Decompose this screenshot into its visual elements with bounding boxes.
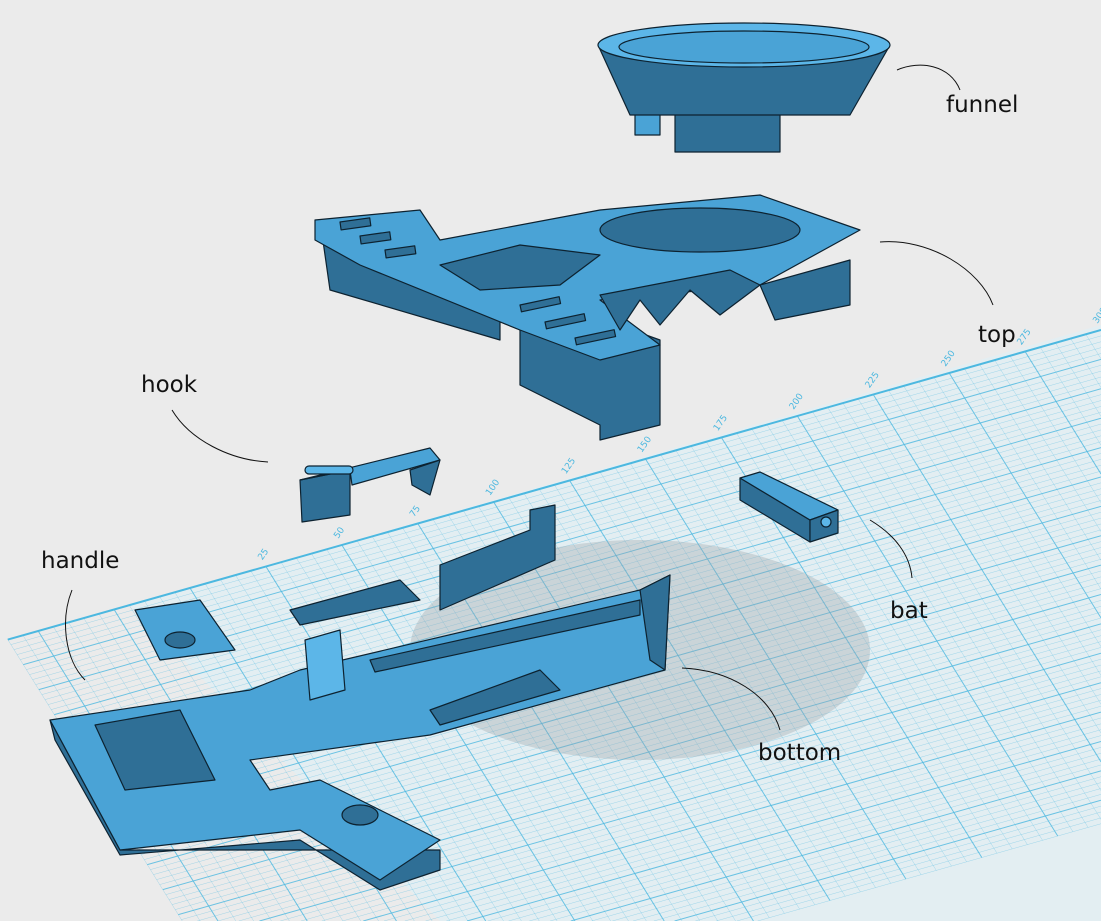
grid-tick-label: 100 [484, 478, 502, 498]
grid-line [172, 641, 1101, 905]
bat-part [739, 471, 839, 543]
label-hook: hook [141, 372, 198, 398]
grid-line [529, 758, 1101, 921]
grid-line [842, 402, 1101, 820]
grid-line [757, 823, 1101, 921]
grid-line [300, 694, 1101, 921]
grid-line [591, 776, 1101, 921]
grid-tick-label: 25 [256, 547, 271, 562]
label-bat: bat [890, 598, 928, 624]
hook-part [299, 447, 441, 523]
grid-line [549, 764, 1101, 921]
grid-line [60, 429, 1101, 725]
grid-line [964, 368, 1101, 590]
grid-line [265, 566, 487, 921]
grid-line [7, 329, 1101, 641]
grid-tick-label: 300 [1092, 306, 1101, 326]
grid-line [933, 377, 1101, 647]
grid-line [888, 390, 1101, 734]
grid-tick-label: 175 [712, 413, 730, 433]
grid-line [478, 506, 736, 921]
grid-line [1024, 351, 1101, 475]
grid-line [342, 705, 1101, 921]
bottom-leader [681, 667, 781, 731]
grid-line [280, 562, 504, 921]
grid-line [903, 385, 1101, 705]
grid-line [612, 782, 1101, 921]
grid-tick-label: 250 [940, 349, 958, 369]
label-top: top [978, 322, 1016, 348]
grid-line [125, 553, 1101, 830]
grid-line [466, 740, 1101, 921]
grid-line [1040, 347, 1101, 446]
grid-line [54, 417, 1101, 716]
grid-line [653, 794, 1101, 921]
grid-line [51, 412, 1101, 710]
grid-line [994, 359, 1101, 532]
grid-line [872, 394, 1101, 763]
label-bottom: bottom [758, 740, 842, 766]
grid-line [178, 652, 1101, 916]
hook-leader [171, 409, 269, 463]
grid-line [979, 364, 1101, 561]
grid-line [1070, 338, 1101, 388]
grid-line [63, 435, 1101, 730]
grid-line [948, 372, 1101, 619]
grid-line [404, 723, 1101, 921]
grid-line [363, 711, 1101, 921]
grid-line [716, 811, 1101, 921]
grid-tick-label: 50 [332, 525, 347, 540]
grid-line [10, 335, 1101, 645]
grid-line [632, 788, 1101, 921]
grid-line [66, 441, 1101, 735]
grid-line [280, 688, 1101, 921]
label-handle: handle [41, 548, 120, 574]
grid-line [197, 664, 1101, 921]
grid-line [425, 729, 1101, 921]
funnel-part [597, 22, 891, 153]
grid-tick-label: 200 [788, 392, 806, 412]
grid-line [487, 747, 1101, 921]
grid-line [383, 717, 1101, 921]
grid-line [321, 700, 1101, 921]
grid-tick-label: 75 [408, 504, 423, 519]
grid-line [674, 799, 1101, 921]
grid-line [122, 547, 1101, 825]
grid-line [181, 658, 1101, 920]
grid-line [1055, 342, 1101, 417]
grid-line [57, 423, 1101, 720]
handle-leader [65, 589, 86, 681]
grid-line [695, 805, 1101, 921]
bottom-part [49, 504, 671, 891]
grid-line [493, 501, 754, 921]
grid-line [918, 381, 1101, 676]
grid-tick-label: 275 [1016, 327, 1034, 347]
grid-line [13, 341, 1101, 650]
grid-line [175, 647, 1101, 910]
grid-line [736, 817, 1101, 921]
grid-tick-label: 225 [864, 370, 882, 390]
top-part [314, 194, 861, 441]
grid-line [387, 531, 629, 921]
grid-line [1009, 355, 1101, 503]
grid-line [857, 398, 1101, 791]
funnel-leader [896, 64, 961, 91]
grid-line [48, 406, 1101, 705]
grid-tick-label: 150 [636, 435, 654, 455]
grid-line [508, 752, 1101, 921]
grid-tick-label: 125 [560, 456, 578, 476]
label-funnel: funnel [946, 92, 1019, 118]
bat-leader [869, 519, 913, 579]
top-leader [879, 241, 994, 306]
grid-line [162, 623, 1101, 891]
grid-line [570, 770, 1101, 921]
grid-line [446, 735, 1101, 921]
grid-line [1085, 334, 1101, 359]
